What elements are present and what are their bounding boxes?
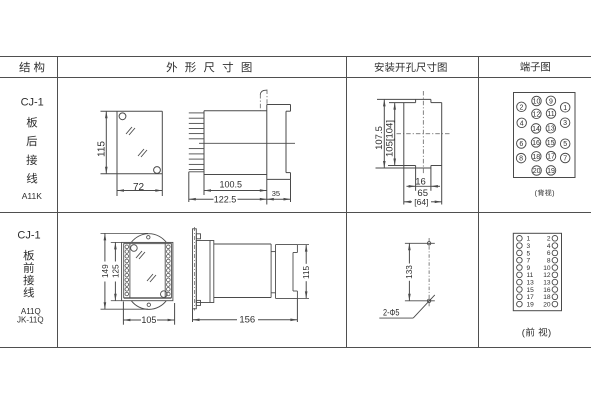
svg-text:9: 9 [549, 98, 553, 105]
svg-text:122.5: 122.5 [214, 194, 237, 204]
svg-text:15: 15 [547, 140, 555, 147]
svg-text:125: 125 [112, 264, 121, 278]
svg-text:CJ-1: CJ-1 [17, 230, 40, 242]
svg-text:7: 7 [527, 258, 531, 265]
svg-text:1: 1 [563, 105, 567, 112]
svg-text:4: 4 [547, 243, 551, 250]
svg-text:A11K: A11K [22, 191, 42, 201]
svg-text:14: 14 [532, 126, 540, 133]
svg-text:156: 156 [239, 315, 255, 326]
svg-text:15: 15 [527, 287, 535, 294]
svg-text:105: 105 [141, 315, 156, 325]
svg-text:7: 7 [563, 155, 567, 162]
svg-text:11: 11 [547, 111, 554, 118]
svg-text:16: 16 [532, 140, 540, 147]
svg-text:13: 13 [547, 126, 555, 133]
svg-text:6: 6 [547, 250, 551, 257]
svg-text:65: 65 [417, 188, 428, 199]
svg-text:4: 4 [520, 120, 524, 127]
svg-text:[64]: [64] [414, 197, 428, 207]
svg-text:6: 6 [519, 141, 523, 148]
svg-text:18: 18 [532, 154, 540, 161]
svg-text:2: 2 [519, 104, 523, 111]
svg-text:13: 13 [543, 279, 551, 286]
svg-text:9: 9 [527, 265, 531, 272]
svg-text:149: 149 [101, 264, 110, 278]
svg-text:CJ-1: CJ-1 [21, 96, 44, 108]
svg-text:(: ( [522, 328, 526, 339]
svg-text:19: 19 [547, 168, 555, 175]
svg-text:115: 115 [97, 141, 108, 157]
svg-text:): ) [552, 188, 554, 197]
svg-text:(: ( [535, 188, 538, 197]
svg-text:1: 1 [527, 236, 531, 243]
svg-text:107.5: 107.5 [374, 126, 385, 150]
svg-text:10: 10 [533, 98, 541, 105]
svg-text:105[104]: 105[104] [385, 120, 396, 157]
svg-text:12: 12 [533, 111, 541, 118]
svg-text:13: 13 [527, 280, 535, 287]
svg-text:16: 16 [415, 177, 426, 188]
svg-text:11: 11 [527, 272, 534, 279]
svg-text:20: 20 [533, 168, 541, 175]
svg-text:17: 17 [547, 154, 555, 161]
svg-text:5: 5 [527, 250, 531, 257]
svg-text:115: 115 [302, 265, 311, 278]
svg-text:100.5: 100.5 [220, 179, 243, 189]
svg-text:20: 20 [543, 301, 551, 308]
svg-text:35: 35 [272, 189, 280, 198]
svg-text:8: 8 [547, 258, 551, 265]
svg-text:5: 5 [563, 141, 567, 148]
svg-text:19: 19 [527, 301, 535, 308]
svg-text:): ) [548, 328, 551, 339]
svg-text:2-Φ5: 2-Φ5 [383, 308, 400, 318]
svg-text:16: 16 [543, 287, 551, 294]
svg-text:3: 3 [563, 120, 567, 127]
svg-text:133: 133 [405, 265, 414, 279]
svg-text:12: 12 [543, 272, 551, 279]
svg-text:17: 17 [527, 294, 535, 301]
svg-text:18: 18 [543, 294, 551, 301]
svg-text:JK-11Q: JK-11Q [17, 316, 44, 325]
svg-text:10: 10 [543, 265, 551, 272]
svg-text:72: 72 [133, 182, 145, 193]
svg-text:2: 2 [547, 236, 551, 243]
svg-text:8: 8 [519, 156, 523, 163]
svg-text:A11Q: A11Q [21, 307, 41, 316]
svg-text:3: 3 [527, 243, 531, 250]
